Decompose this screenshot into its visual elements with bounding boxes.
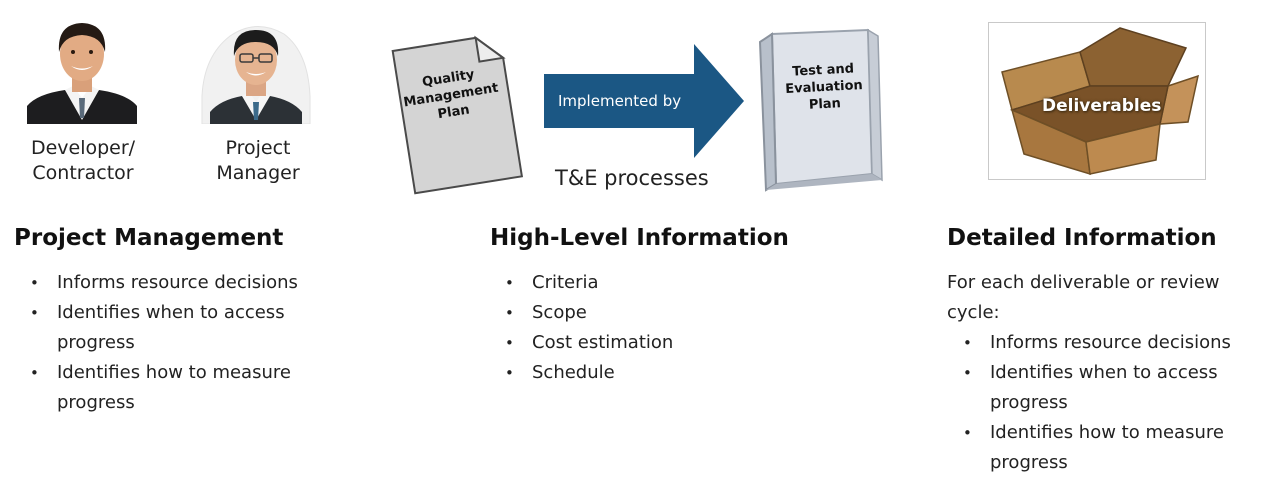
deliverables-label: Deliverables <box>1042 96 1162 116</box>
list-item: Cost estimation <box>505 328 805 358</box>
detailed-information-title: Detailed Information <box>947 225 1217 251</box>
list-item: Schedule <box>505 358 805 388</box>
quality-management-plan-document-icon <box>391 35 524 195</box>
list-item: Informs resource decisions <box>963 328 1263 358</box>
list-item: Criteria <box>505 268 805 298</box>
project-management-title: Project Management <box>14 225 284 251</box>
implemented-by-arrow-icon <box>544 44 744 158</box>
implemented-by-label: Implemented by <box>558 92 682 110</box>
high-level-information-title: High-Level Information <box>490 225 789 251</box>
high-level-information-list: Criteria Scope Cost estimation Schedule <box>505 268 805 388</box>
project-management-list: Informs resource decisions Identifies wh… <box>30 268 350 418</box>
developer-contractor-label: Developer/ Contractor <box>30 137 136 184</box>
te-processes-label: T&E processes <box>555 166 709 190</box>
deliverables-box-icon <box>1001 27 1200 176</box>
list-item: Informs resource decisions <box>30 268 350 298</box>
test-evaluation-plan-label: Test and Evaluation Plan <box>784 61 864 113</box>
person-manager-icon <box>201 26 311 124</box>
person-developer-icon <box>27 23 137 124</box>
list-item: Identifies how to measure progress <box>963 418 1265 478</box>
detailed-information-list: Informs resource decisions Identifies wh… <box>963 328 1263 478</box>
detailed-information-intro: For each deliverable or review cycle: <box>947 272 1220 323</box>
test-evaluation-plan-binder-icon <box>758 28 883 192</box>
list-item: Identifies when to access progress <box>30 298 317 358</box>
list-item: Identifies when to access progress <box>963 358 1252 418</box>
list-item: Identifies how to measure progress <box>30 358 337 418</box>
list-item: Scope <box>505 298 805 328</box>
project-manager-label: Project Manager <box>216 137 300 184</box>
